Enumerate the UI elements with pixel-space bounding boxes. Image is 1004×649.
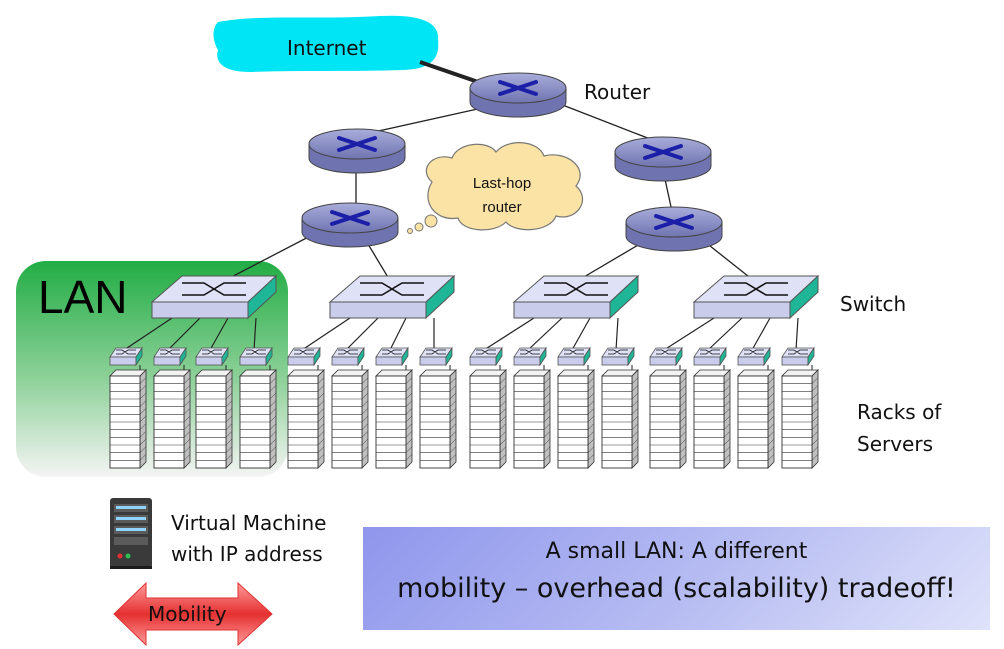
rack-switch-icon — [153, 346, 187, 377]
vm-line1: Virtual Machine — [171, 511, 327, 535]
vm-line2: with IP address — [171, 542, 323, 566]
rack-switch-icon — [419, 346, 453, 377]
server-rack-icon — [239, 369, 277, 469]
rack-switch-icon — [195, 346, 229, 377]
racks-line1: Racks of — [857, 400, 942, 424]
tradeoff-banner: A small LAN: A different mobility – over… — [363, 527, 990, 630]
switch-icon — [150, 274, 278, 320]
switch-label: Switch — [840, 292, 907, 316]
double-arrow-icon — [113, 581, 273, 647]
rack-layer — [109, 346, 819, 469]
rack-switch-icon — [649, 346, 683, 377]
server-rack-icon — [693, 369, 731, 469]
rack-switch-icon — [239, 346, 273, 377]
router-label: Router — [584, 80, 651, 104]
server-rack-icon — [419, 369, 457, 469]
server-rack-icon — [287, 369, 325, 469]
router-icon — [614, 136, 712, 182]
switch-layer — [123, 274, 820, 351]
racks-of-servers-label: Racks of Servers — [857, 396, 941, 460]
server-rack-icon — [469, 369, 507, 469]
router-icon — [308, 128, 406, 174]
server-rack-icon — [375, 369, 413, 469]
server-rack-icon — [109, 369, 147, 469]
internet-cloud-shape — [213, 15, 439, 72]
switch-icon — [328, 274, 456, 320]
last-hop-router-label: Last-hop router — [452, 172, 552, 220]
rack-switch-icon — [601, 346, 635, 377]
rack-switch-icon — [375, 346, 409, 377]
router-icon — [469, 72, 567, 118]
switch-icon — [512, 274, 640, 320]
thought-cloud-icon — [407, 142, 583, 234]
server-rack-icon — [153, 369, 191, 469]
server-rack-icon — [737, 369, 775, 469]
rack-switch-icon — [693, 346, 727, 377]
virtual-machine-label: Virtual Machine with IP address — [171, 508, 326, 570]
rack-switch-icon — [109, 346, 143, 377]
banner-line1: A small LAN: A different — [545, 539, 808, 564]
internet-label: Internet — [287, 36, 367, 60]
server-rack-icon — [557, 369, 595, 469]
router-icon — [301, 202, 399, 248]
server-tower-icon — [110, 498, 152, 569]
rack-switch-icon — [469, 346, 503, 377]
switch-icon — [692, 274, 820, 320]
rack-switch-icon — [331, 346, 365, 377]
mobility-label: Mobility — [148, 602, 227, 626]
last-hop-line2: router — [482, 199, 522, 216]
server-rack-icon — [649, 369, 687, 469]
server-rack-icon — [601, 369, 639, 469]
rack-switch-icon — [737, 346, 771, 377]
server-rack-icon — [331, 369, 369, 469]
server-rack-icon — [781, 369, 819, 469]
server-rack-icon — [195, 369, 233, 469]
router-icon — [625, 206, 723, 252]
rack-switch-icon — [781, 346, 815, 377]
racks-line2: Servers — [857, 432, 934, 456]
last-hop-line1: Last-hop — [472, 175, 532, 192]
banner-line2: mobility – overhead (scalability) tradeo… — [397, 573, 956, 604]
rack-switch-icon — [557, 346, 591, 377]
server-rack-icon — [513, 369, 551, 469]
lan-label: LAN — [38, 271, 128, 323]
